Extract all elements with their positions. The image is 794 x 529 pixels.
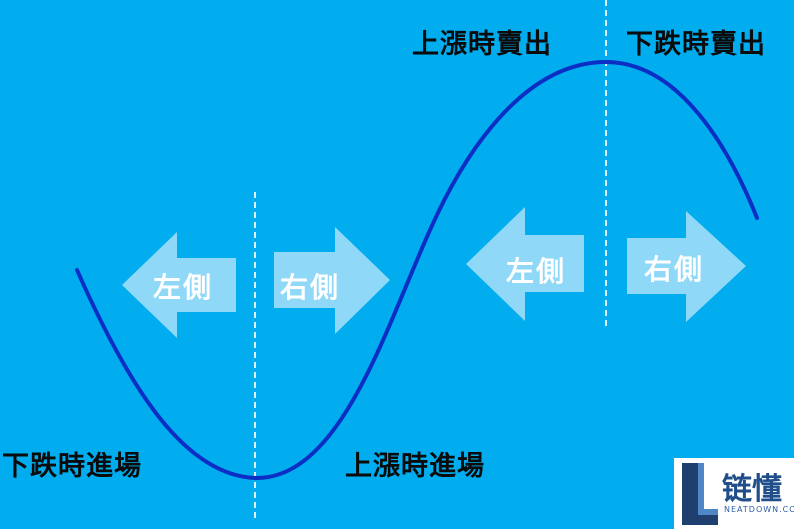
right-arrow-top [627,211,746,322]
label-top-right: 下跌時賣出 [626,29,766,60]
logo-subtitle: NEATDOWN.COM [724,505,794,514]
arrow-label-right-top: 右側 [644,253,705,286]
left-arrow-top [466,207,584,321]
market-cycle-curve [75,59,759,481]
label-bottom-left: 下跌時進場 [2,451,142,482]
logo-l-mark-icon [682,463,718,525]
arrow-label-left-bottom: 左側 [153,271,214,304]
arrow-label-right-bottom: 右側 [280,271,341,304]
left-arrow-bottom [122,232,236,338]
arrow-label-left-top: 左側 [506,255,567,288]
brand-logo [674,458,794,529]
label-top-left: 上漲時賣出 [412,29,552,60]
logo-name: 链懂 [722,472,782,507]
right-arrow-bottom [274,227,390,334]
label-bottom-right: 上漲時進場 [345,451,485,482]
